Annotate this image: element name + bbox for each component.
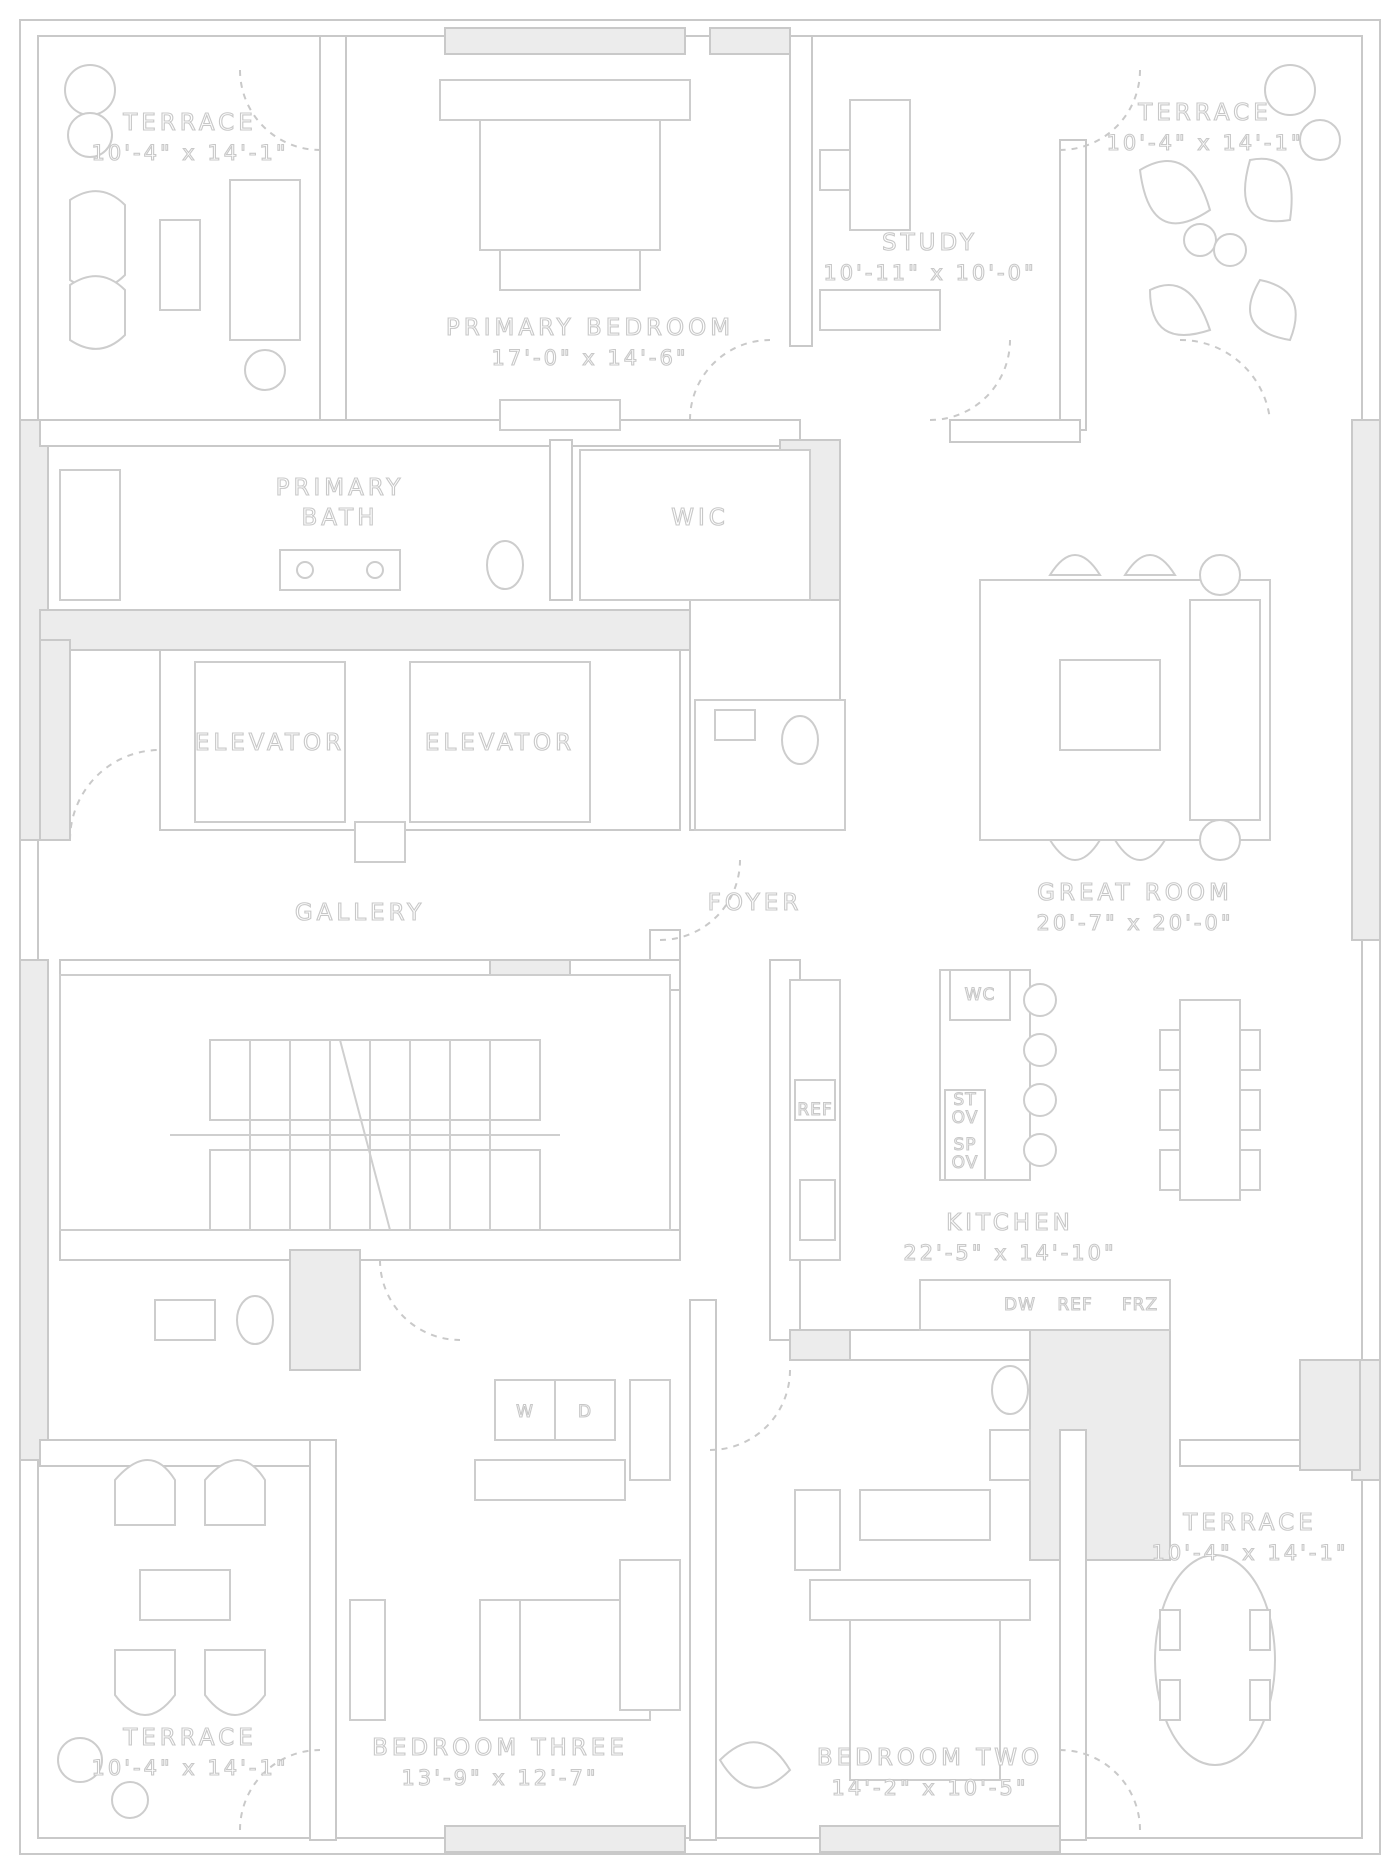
terrace-se-name: TERRACE <box>1182 1510 1317 1536</box>
primary-bath-name: PRIMARY <box>276 475 405 501</box>
room-labels: TERRACE 10'-4" x 14'-1" PRIMARY BEDROOM … <box>91 99 1349 1800</box>
ref-left-label: REF <box>797 1100 832 1120</box>
st-ov-label: OV <box>952 1108 979 1128</box>
terrace-nw-furniture <box>64 64 301 391</box>
terrace-ne-dims: 10'-4" x 14'-1" <box>1107 131 1304 155</box>
washer-label: W <box>516 1402 534 1422</box>
sp-ov-label: OV <box>952 1153 979 1173</box>
bedroom-two-name: BEDROOM TWO <box>817 1745 1043 1771</box>
sp-label: SP <box>953 1135 976 1155</box>
dryer-label: D <box>578 1402 592 1422</box>
study-dims: 10'-11" x 10'-0" <box>823 261 1036 285</box>
terrace-nw-name: TERRACE <box>122 110 257 136</box>
bedroom-two-furniture <box>718 1579 1031 1789</box>
stairs <box>59 974 671 1231</box>
elevator-1-name: ELEVATOR <box>195 730 345 756</box>
dw-label: DW <box>1004 1295 1036 1315</box>
bedroom-two-dims: 14'-2" x 10'-5" <box>832 1776 1029 1800</box>
terrace-se-dims: 10'-4" x 14'-1" <box>1152 1541 1349 1565</box>
kitchen-name: KITCHEN <box>946 1210 1074 1236</box>
primary-bedroom-name: PRIMARY BEDROOM <box>446 315 734 341</box>
gallery-name: GALLERY <box>295 900 425 926</box>
primary-bedroom-dims: 17'-0" x 14'-6" <box>492 346 689 370</box>
frz-label: FRZ <box>1122 1295 1158 1315</box>
kitchen-dims: 22'-5" x 14'-10" <box>903 1241 1116 1265</box>
great-room-furniture <box>979 554 1271 861</box>
terrace-se-furniture <box>1154 1554 1276 1766</box>
ref-label: REF <box>1057 1295 1092 1315</box>
powder-room <box>694 699 846 831</box>
terrace-ne-furniture <box>1138 64 1341 342</box>
wic-name: WIC <box>671 505 729 531</box>
terrace-sw-furniture <box>57 1459 266 1819</box>
terrace-ne-name: TERRACE <box>1137 100 1272 126</box>
terrace-sw-name: TERRACE <box>122 1725 257 1751</box>
terrace-sw-dims: 10'-4" x 14'-1" <box>92 1756 289 1780</box>
bedroom-three-dims: 13'-9" x 12'-7" <box>402 1766 599 1790</box>
study-furniture <box>819 99 941 331</box>
appliance-labels: WC ST OV SP OV REF DW REF FRZ W D <box>516 984 1158 1422</box>
primary-bath-name-2: BATH <box>301 505 378 531</box>
primary-bedroom-furniture <box>439 79 691 431</box>
bath-wic-fixtures <box>59 449 811 601</box>
elevators <box>194 661 591 863</box>
great-room-name: GREAT ROOM <box>1037 880 1233 906</box>
laundry-bath <box>154 1295 671 1501</box>
bedroom-three-furniture <box>349 1559 681 1721</box>
st-label: ST <box>953 1090 976 1110</box>
foyer-name: FOYER <box>708 890 803 916</box>
kitchen-fixtures <box>789 969 1261 1331</box>
study-name: STUDY <box>882 230 978 256</box>
great-room-dims: 20'-7" x 20'-0" <box>1037 911 1234 935</box>
terrace-nw-dims: 10'-4" x 14'-1" <box>92 141 289 165</box>
wc-label: WC <box>965 985 996 1005</box>
bedroom-three-name: BEDROOM THREE <box>372 1735 628 1761</box>
bedroom-two-bath <box>794 1365 1031 1571</box>
elevator-2-name: ELEVATOR <box>425 730 575 756</box>
